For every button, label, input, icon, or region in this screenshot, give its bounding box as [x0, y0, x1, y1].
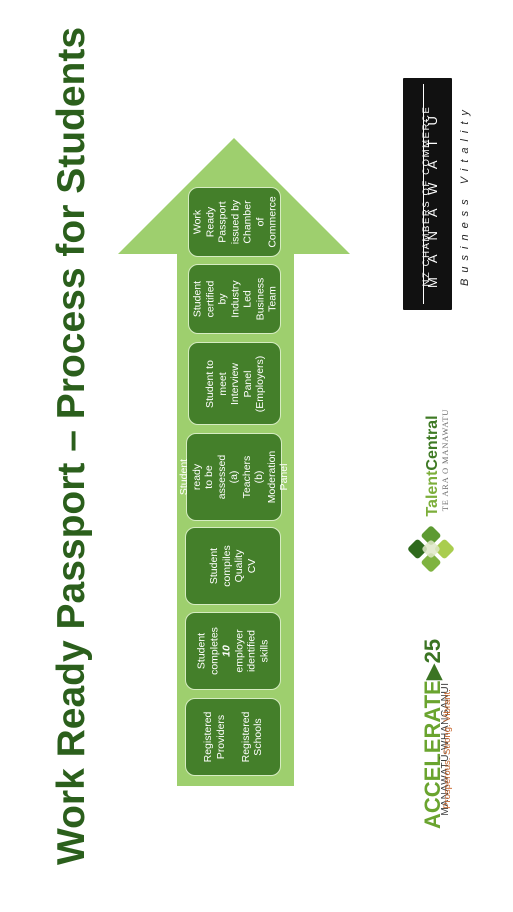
chamber-logo-panel — [403, 78, 452, 310]
step-student-compiles-cv: Student compiles Quality CV — [185, 527, 281, 605]
step-text: Student compiles Quality CV — [208, 545, 258, 587]
step-interview-panel: Student to meet Interview Panel (Employe… — [188, 342, 281, 425]
step-text: Student ready to be assessed (a) Teacher… — [177, 450, 290, 504]
step-text: Student certified by Industry Led Busine… — [190, 277, 278, 321]
step-registered-providers: Registered Providers Registered Schools — [185, 698, 281, 776]
chamber-logo-region: MANAWATŪ — [425, 102, 440, 288]
step-text: Work Ready Passport issued by Chamber of… — [190, 196, 278, 248]
talent-central-icon — [408, 526, 454, 572]
accelerate-tagline: Prosperous. Strong. Vibrant. — [442, 689, 453, 809]
chamber-of-commerce-logo: NZ CHAMBERS OF COMMERCE MANAWATŪ Busines… — [403, 78, 476, 310]
step-student-assessed: Student ready to be assessed (a) Teacher… — [178, 433, 290, 521]
step-student-completes-skills: Student completes 10 employer identified… — [185, 612, 281, 690]
step-passport-issued: Work Ready Passport issued by Chamber of… — [188, 187, 281, 257]
chamber-logo-tagline: Business Vitality — [459, 104, 471, 286]
accelerate-25-logo: ACCELERATE▶25 MANAWATŪ-WHANGANUI Prosper… — [414, 639, 484, 838]
talent-central-subtitle: TE ARA O MANAWATU — [440, 408, 450, 512]
step-student-certified: Student certified by Industry Led Busine… — [188, 264, 281, 334]
chamber-logo-divider — [423, 84, 424, 304]
step-text: Registered Providers Registered Schools — [201, 711, 264, 763]
step-text: Student completes 10 employer identified… — [195, 627, 271, 675]
step-text: Student to meet Interview Panel (Employe… — [203, 355, 266, 412]
